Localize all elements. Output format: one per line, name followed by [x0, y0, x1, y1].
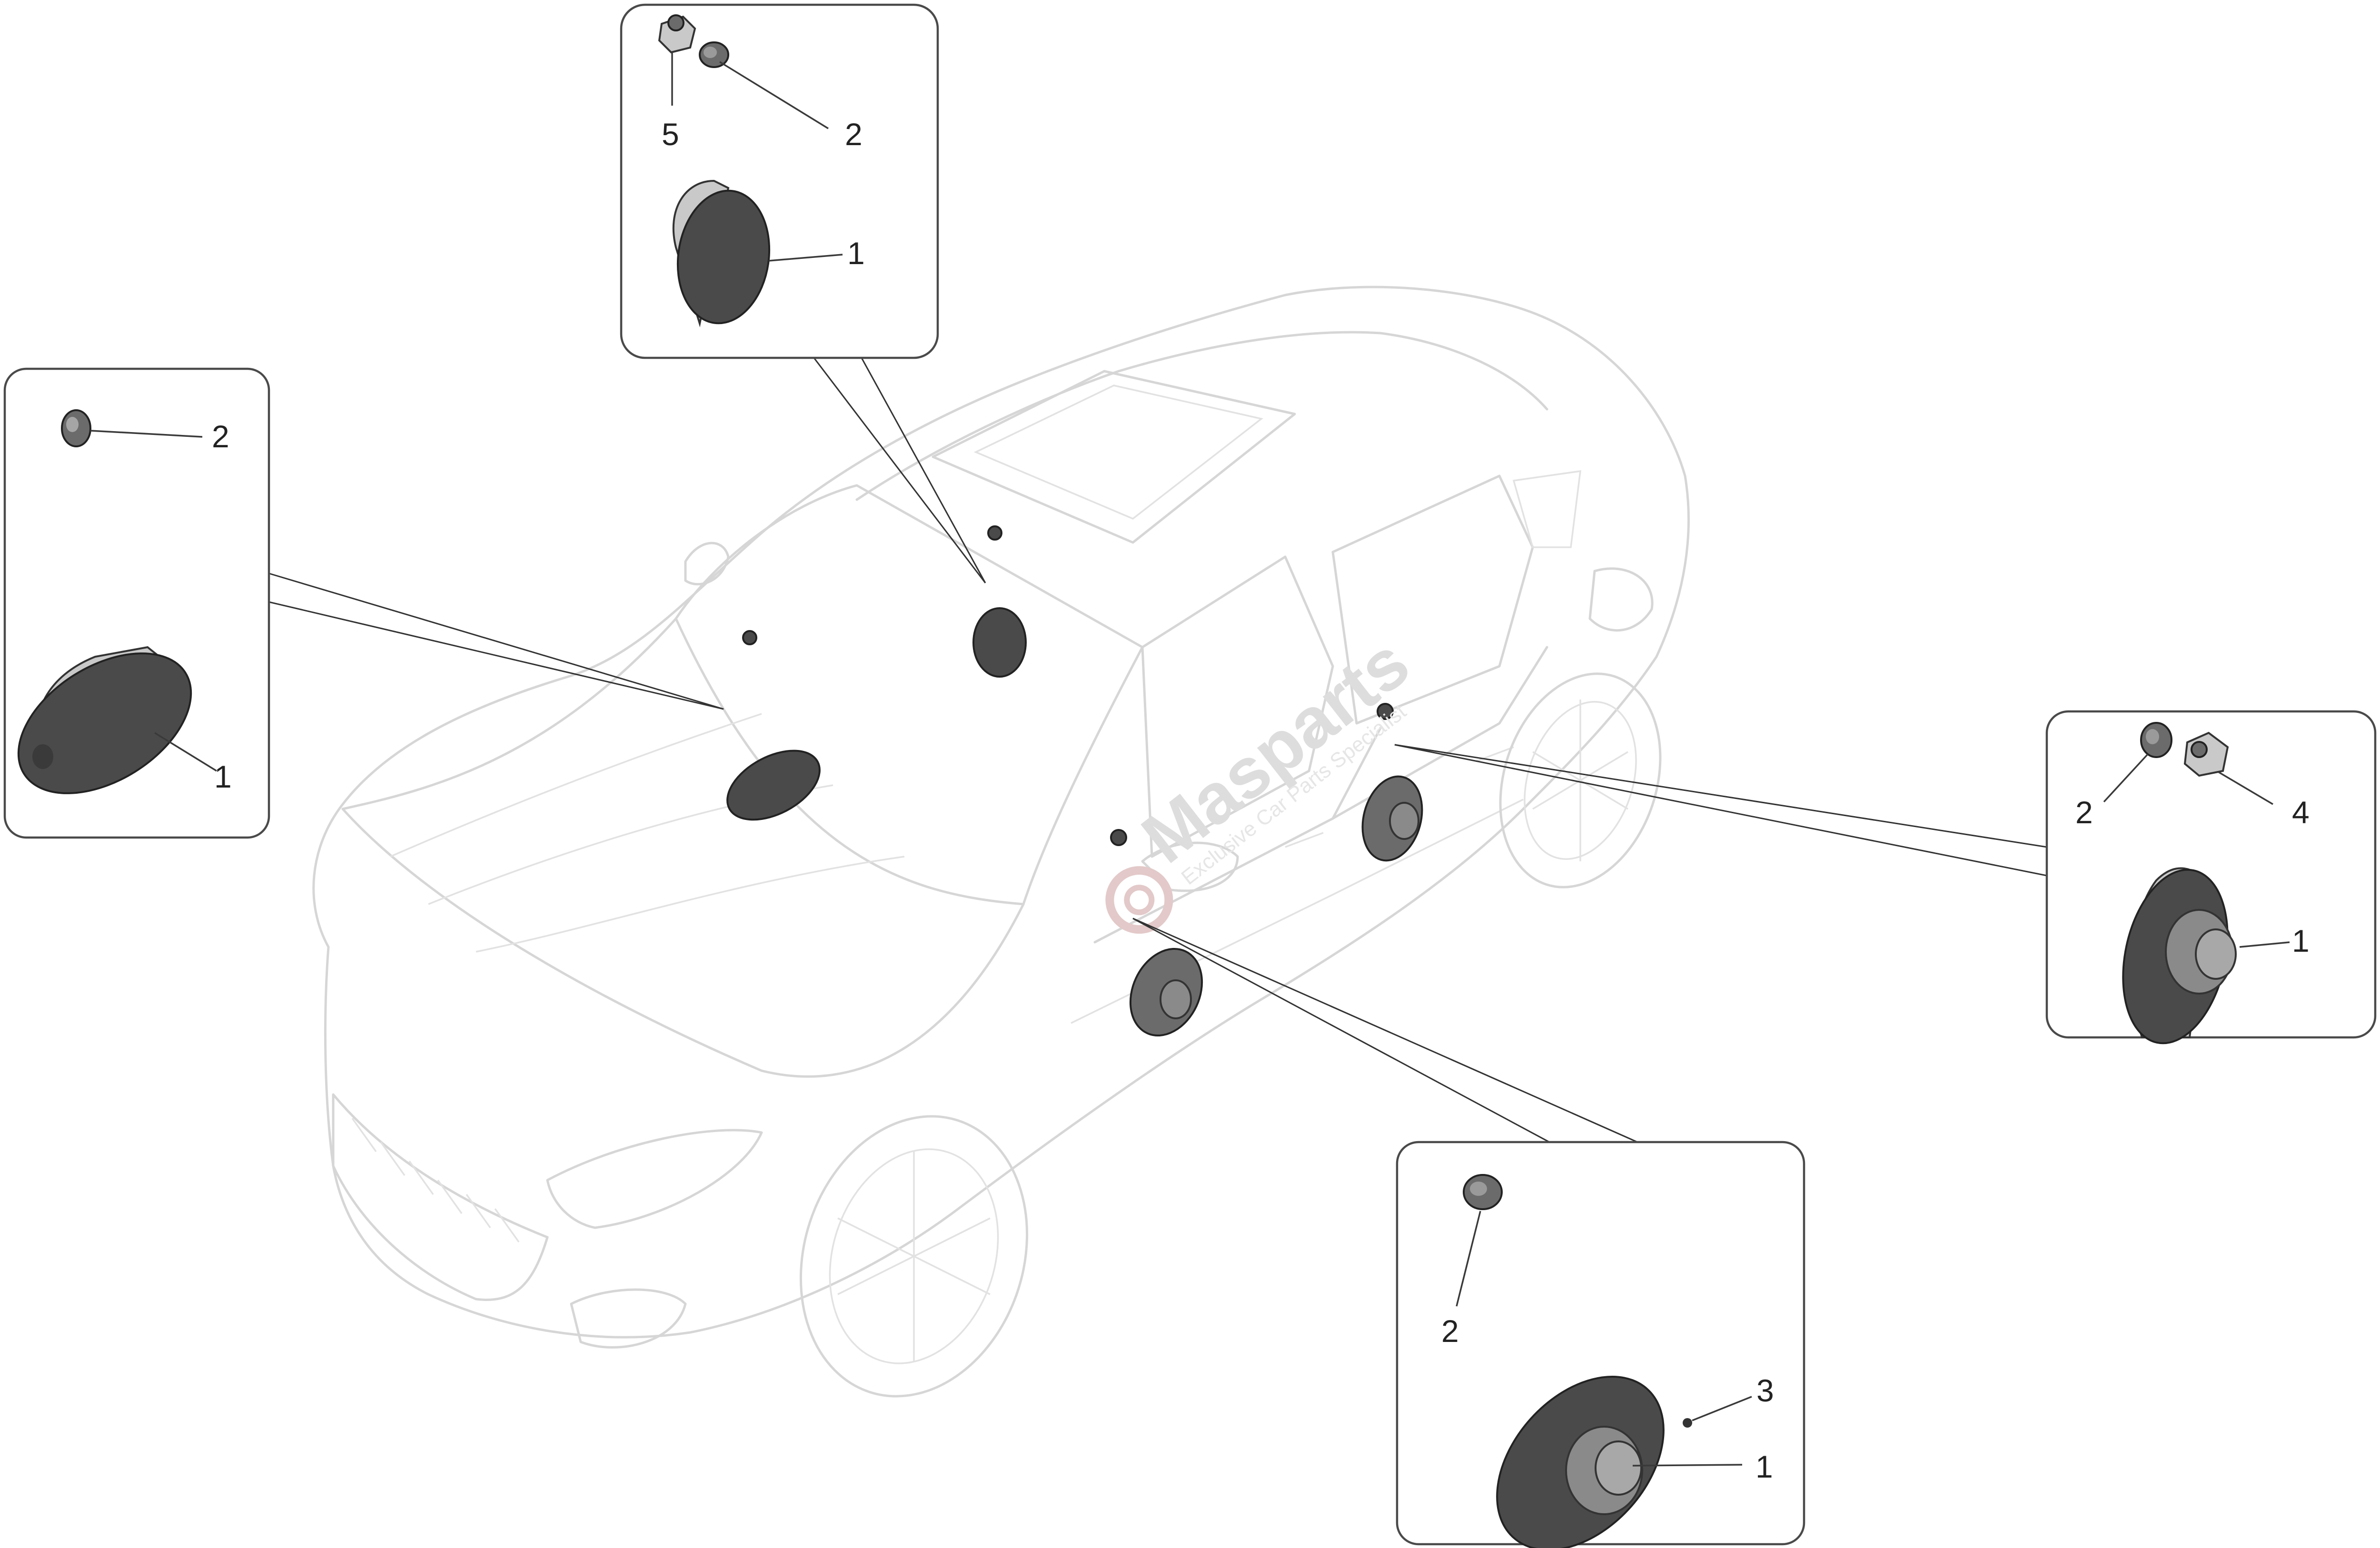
- dash-speaker-part: [17, 646, 192, 794]
- leader-2: [2103, 753, 2149, 803]
- mount-cap-part: [699, 41, 729, 68]
- callout-number-2: 2: [1441, 1313, 1459, 1349]
- callout-number-1: 1: [1755, 1449, 1773, 1484]
- leader-1: [768, 254, 843, 262]
- callout-number-4: 4: [2292, 795, 2310, 830]
- callout-number-3: 3: [1756, 1373, 1774, 1408]
- callout-number-1: 1: [2292, 923, 2310, 958]
- front-door-cap-part: [1463, 1174, 1503, 1210]
- rear-door-cap-part: [2140, 722, 2172, 758]
- callout-connectors: [268, 357, 2047, 1143]
- leader-1: [1632, 1464, 1743, 1467]
- front-door-screw-part: [1683, 1418, 1692, 1428]
- front-door-speaker-part: [1496, 1375, 1665, 1548]
- rear-door-cap: [1377, 703, 1394, 720]
- mount-bracket-part: [658, 14, 696, 54]
- car-outline: [312, 286, 1690, 1398]
- leader-2: [719, 61, 829, 129]
- callout-number-2: 2: [212, 419, 229, 454]
- dash-mount-cap-part: [61, 409, 91, 447]
- leader-2: [90, 430, 203, 438]
- leader-4: [2218, 771, 2273, 805]
- callout-number-1: 1: [214, 759, 232, 794]
- dash-mount-cap: [742, 630, 757, 645]
- dash-speaker: [726, 749, 821, 821]
- rear-door-bracket-part: [2183, 731, 2229, 777]
- gear-logo-icon: [1105, 866, 1173, 934]
- leader-1: [2239, 941, 2290, 948]
- callout-number-2: 2: [845, 117, 863, 152]
- callout-number-2: 2: [2075, 795, 2093, 830]
- rear-door-speaker-part: [2122, 867, 2237, 1045]
- windshield-mount-cap: [987, 525, 1002, 541]
- leader-3: [1692, 1396, 1752, 1421]
- windshield-tweeter: [972, 607, 1027, 678]
- dash-speaker-callout: 2 1: [3, 367, 270, 839]
- rear-door-speaker-callout: 2 4 1: [2045, 710, 2377, 1045]
- leader-2: [1456, 1211, 1481, 1307]
- windshield-tweeter-callout: 5 2 1: [620, 3, 939, 359]
- callout-number-1: 1: [847, 236, 865, 271]
- front-door-cap: [1110, 829, 1127, 846]
- windshield-tweeter-part: [672, 179, 771, 327]
- car-mounted-parts: [726, 525, 1423, 1037]
- leader-1: [154, 732, 217, 772]
- front-door-speaker-callout: 2 3 1: [1396, 1141, 1805, 1548]
- callout-number-5: 5: [662, 117, 679, 152]
